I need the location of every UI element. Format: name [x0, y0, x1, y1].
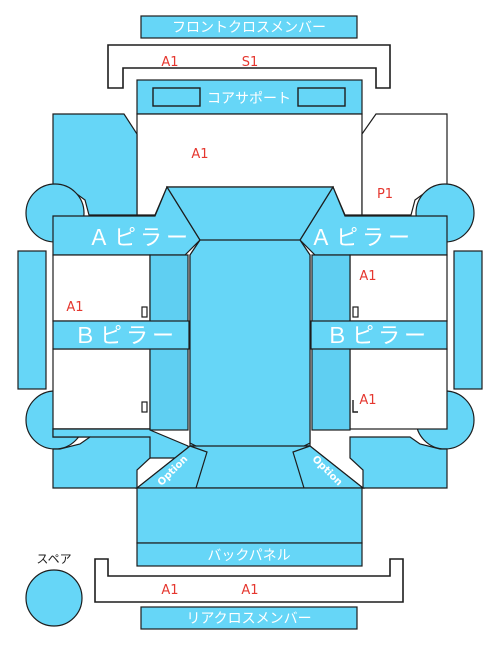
core-support-panel[interactable]: [136, 79, 363, 115]
left-front-door-mark: A1: [66, 300, 83, 315]
left-b-pillar[interactable]: [52, 320, 190, 350]
front-bumper-outline[interactable]: [107, 44, 391, 89]
left-front-handle-icon: [141, 306, 148, 318]
spare-tire-label: スペア: [36, 552, 71, 566]
front-bumper-mark-left: A1: [161, 55, 178, 70]
roof-panel[interactable]: [189, 239, 311, 449]
right-rear-handle-icon: [352, 400, 358, 413]
core-support-slot-left: [152, 87, 201, 107]
right-front-door[interactable]: [349, 254, 448, 322]
back-panel[interactable]: [136, 542, 363, 567]
right-front-handle-icon: [352, 306, 359, 318]
front-bumper-mark-right: S1: [242, 55, 259, 70]
right-b-pillar[interactable]: [310, 320, 448, 350]
rear-cross-member-panel[interactable]: [140, 606, 358, 630]
right-front-fender[interactable]: [361, 113, 448, 216]
left-side-sill[interactable]: [17, 250, 47, 390]
rear-bumper-mark-right: A1: [241, 583, 258, 598]
spare-tire[interactable]: [25, 569, 83, 627]
right-front-door-mark: A1: [359, 269, 376, 284]
right-side-sill[interactable]: [453, 250, 483, 390]
left-rear-door[interactable]: [52, 348, 151, 430]
right-b-pillar-label: Ｂピラー: [326, 324, 430, 349]
left-front-door[interactable]: [52, 254, 151, 322]
rear-cross-member-label: リアクロスメンバー: [186, 611, 311, 627]
right-rear-door-mark: A1: [359, 393, 376, 408]
rear-bumper-outline[interactable]: [94, 558, 404, 603]
right-rear-door[interactable]: [349, 348, 448, 430]
left-a-pillar-label: Ａピラー: [88, 226, 192, 251]
left-b-pillar-label: Ｂピラー: [74, 324, 178, 349]
right-rear-quarter[interactable]: [349, 436, 448, 489]
hood-mark: A1: [191, 147, 208, 162]
core-support-slot-right: [297, 87, 346, 107]
front-cross-member-label: フロントクロスメンバー: [172, 20, 326, 36]
rear-bumper-mark-left: A1: [161, 583, 178, 598]
back-panel-label: バックパネル: [207, 548, 290, 564]
rear-body-panel[interactable]: [136, 487, 363, 544]
right-a-pillar-label: Ａピラー: [310, 226, 414, 251]
core-support-label: コアサポート: [207, 91, 291, 107]
right-fender-mark: P1: [377, 187, 393, 202]
front-cross-member-panel[interactable]: [140, 15, 358, 39]
left-rear-quarter[interactable]: [52, 436, 151, 489]
left-rear-handle-icon: [141, 401, 148, 413]
